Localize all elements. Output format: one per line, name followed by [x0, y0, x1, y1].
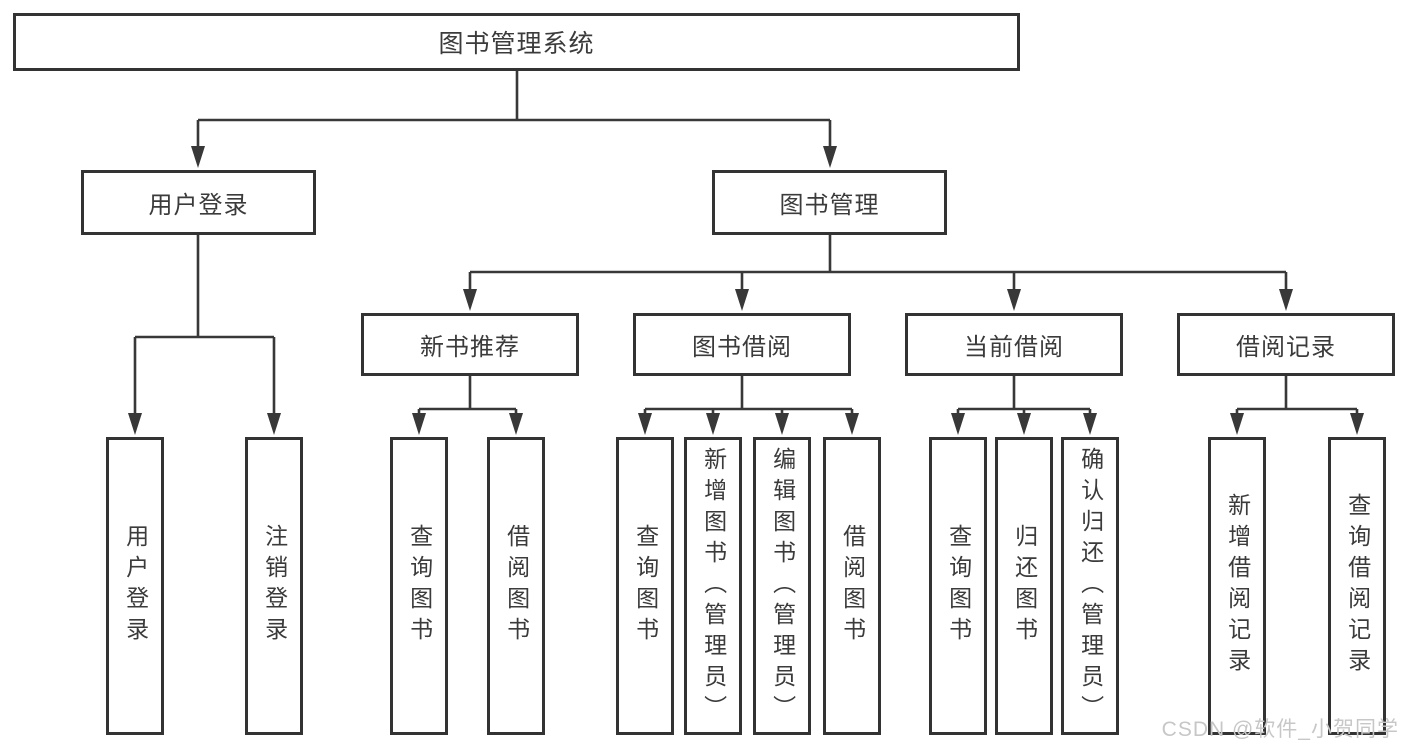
node-borrowing-records: 借阅记录 [1177, 313, 1395, 376]
node-label: 借阅图书 [839, 524, 866, 648]
leaf-edit-books-admin: 编辑图书（管理员） [753, 437, 811, 735]
node-label: 新增借阅记录 [1224, 493, 1251, 679]
leaf-add-borrow-record: 新增借阅记录 [1208, 437, 1266, 735]
node-label: 用户登录 [122, 524, 149, 648]
node-current-borrowing: 当前借阅 [905, 313, 1123, 376]
node-label: 图书管理 [779, 192, 880, 219]
csdn-watermark: CSDN @软件_小贺同学 [1161, 718, 1399, 741]
node-user-login: 用户登录 [81, 170, 316, 235]
node-label: 图书借阅 [692, 334, 792, 361]
leaf-user-login: 用户登录 [106, 437, 164, 735]
leaf-confirm-return-admin: 确认归还（管理员） [1061, 437, 1119, 735]
node-label: 查询图书 [632, 524, 659, 648]
node-book-borrowing: 图书借阅 [633, 313, 851, 376]
node-book-management: 图书管理 [712, 170, 947, 235]
leaf-query-books-borrow: 查询图书 [616, 437, 674, 735]
node-label: 当前借阅 [964, 334, 1064, 361]
node-label: 新增图书（管理员） [700, 446, 727, 726]
leaf-return-books: 归还图书 [995, 437, 1053, 735]
node-label: 确认归还（管理员） [1077, 446, 1104, 726]
node-library-system: 图书管理系统 [13, 13, 1020, 71]
node-label: 查询图书 [406, 524, 433, 648]
node-label: 借阅记录 [1236, 334, 1336, 361]
leaf-query-borrow-record: 查询借阅记录 [1328, 437, 1386, 735]
node-label: 注销登录 [261, 524, 288, 648]
node-label: 新书推荐 [420, 334, 520, 361]
node-label: 图书管理系统 [438, 30, 595, 58]
leaf-logout: 注销登录 [245, 437, 303, 735]
leaf-query-books-current: 查询图书 [929, 437, 987, 735]
leaf-borrow-books: 借阅图书 [823, 437, 881, 735]
node-label: 查询借阅记录 [1344, 493, 1371, 679]
node-label: 借阅图书 [503, 524, 530, 648]
node-label: 查询图书 [945, 524, 972, 648]
leaf-query-books-recommend: 查询图书 [390, 437, 448, 735]
node-label: 归还图书 [1011, 524, 1038, 648]
leaf-add-books-admin: 新增图书（管理员） [684, 437, 742, 735]
node-label: 用户登录 [148, 192, 249, 219]
leaf-borrow-books-recommend: 借阅图书 [487, 437, 545, 735]
node-label: 编辑图书（管理员） [769, 446, 796, 726]
node-new-book-recommendation: 新书推荐 [361, 313, 579, 376]
